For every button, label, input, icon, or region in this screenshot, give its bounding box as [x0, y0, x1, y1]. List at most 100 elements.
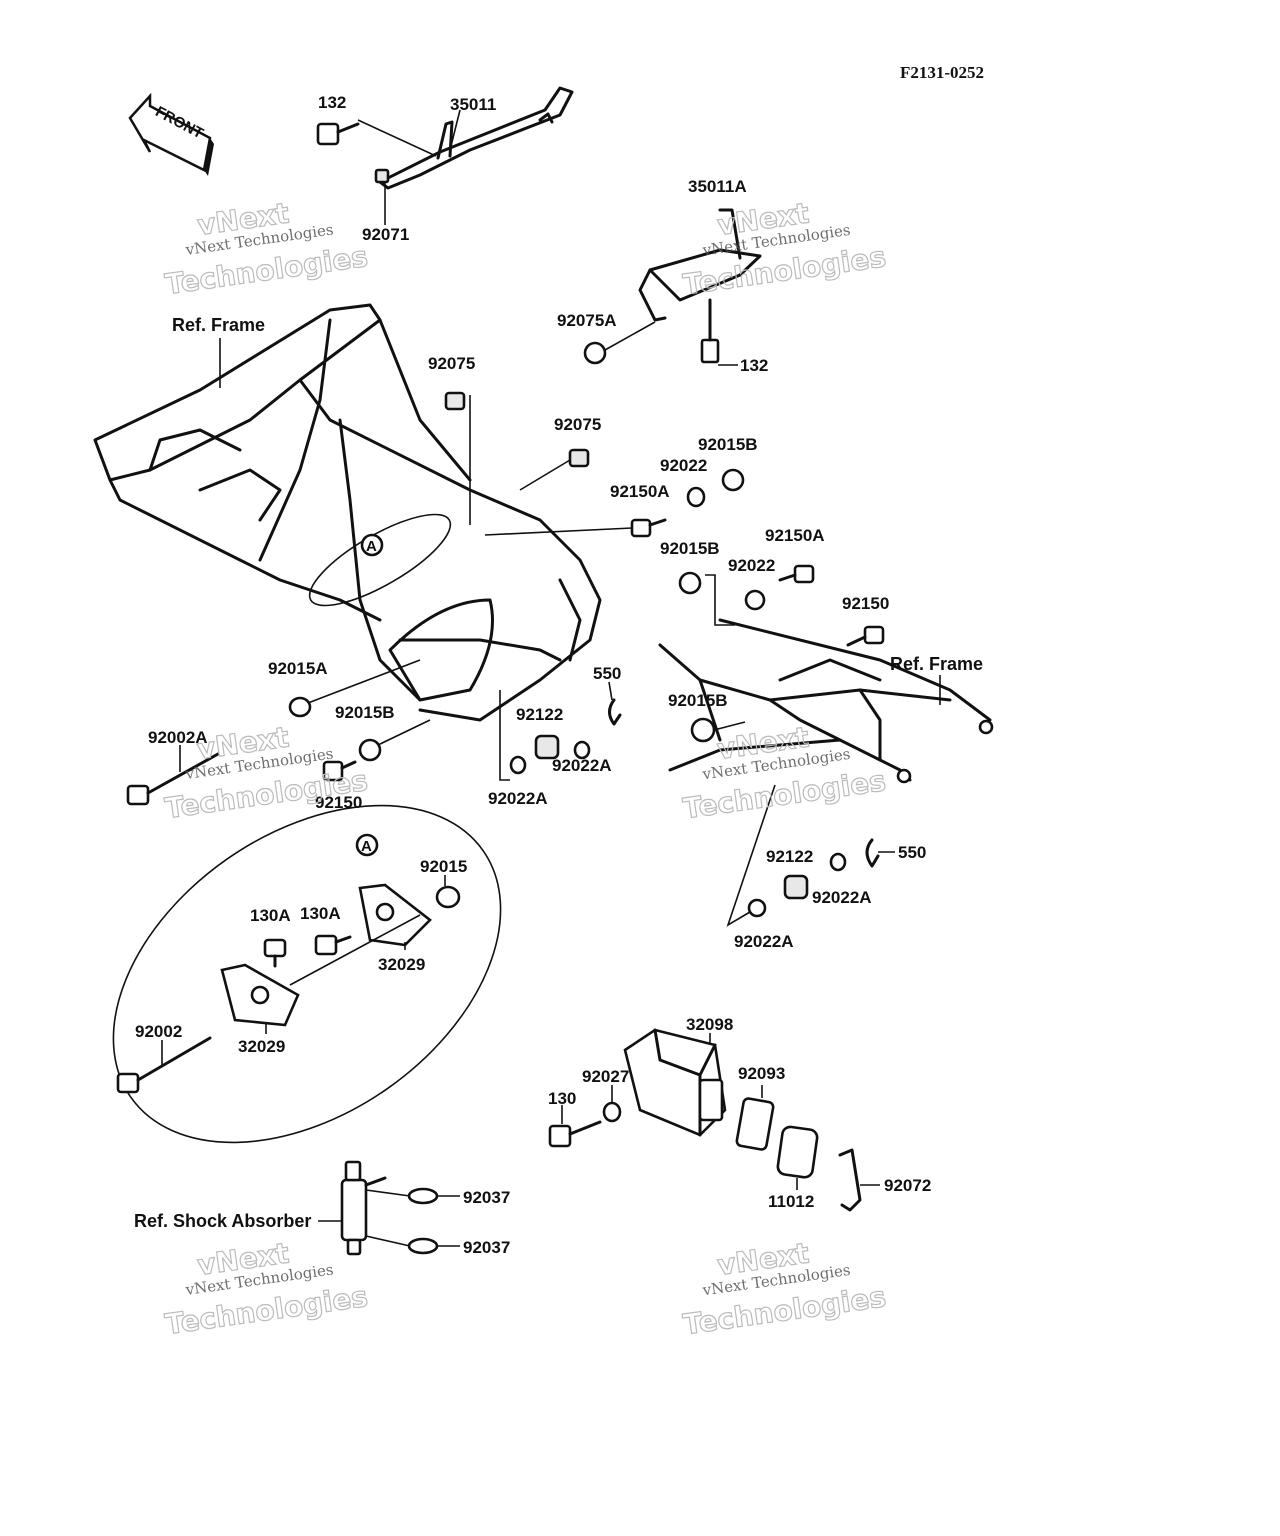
label-92072: 92072 [884, 1176, 931, 1195]
clamp-92037-2 [407, 1237, 439, 1255]
ref-frame-left: Ref. Frame [172, 315, 265, 335]
bolt-92150A-mid [778, 564, 815, 584]
label-132-right: 132 [740, 356, 768, 375]
washer-92022-top [686, 486, 706, 508]
bolt-92150-left [322, 760, 357, 782]
label-92027: 92027 [582, 1067, 629, 1086]
label-35011: 35011 [450, 95, 496, 114]
leader-92150A-top [484, 527, 633, 536]
label-92015B-right: 92015B [668, 691, 728, 710]
label-92015B-left: 92015B [335, 703, 395, 722]
front-arrow-icon: FRONT [128, 92, 214, 176]
ref-frame-right: Ref. Frame [890, 654, 983, 674]
leader-shock-clamp-2 [365, 1235, 411, 1247]
nut-92015A [288, 696, 312, 718]
cap-92075A [583, 341, 607, 365]
pin-550-right [865, 838, 880, 868]
label-32098: 32098 [686, 1015, 733, 1034]
label-92002A: 92002A [148, 728, 208, 747]
label-130A-2: 130A [300, 904, 341, 923]
washer-92022A-left1 [573, 740, 591, 760]
label-11012: 11012 [768, 1192, 814, 1211]
label-32029-1: 32029 [378, 955, 425, 974]
leader-92022A-right [726, 784, 776, 927]
leader-92015B-right [713, 721, 746, 731]
ref-shock-absorber: Ref. Shock Absorber [134, 1211, 311, 1231]
bolt-130 [548, 1120, 602, 1148]
label-92022A-right2: 92022A [734, 932, 794, 951]
label-92075-a: 92075 [428, 354, 475, 373]
label-92015B-mid: 92015B [660, 539, 720, 558]
label-130A-1: 130A [250, 906, 291, 925]
label-132-top: 132 [318, 93, 346, 112]
nut-92015B-left [358, 738, 382, 762]
leader-detail-link [289, 914, 421, 986]
label-92037-2: 92037 [463, 1238, 510, 1257]
nut-92015-detail [435, 885, 461, 909]
collar-92075-a [444, 391, 466, 411]
bolt-92150A-top [630, 518, 667, 538]
label-92071: 92071 [362, 225, 409, 244]
leader-92015A [307, 659, 421, 704]
leader-132-top [357, 119, 437, 157]
figure-code: F2131-0252 [900, 63, 984, 82]
bolt-132-right [700, 298, 720, 364]
washer-92022A-right1 [829, 852, 847, 872]
pin-550-left [608, 698, 622, 726]
bolt-92002 [116, 1036, 212, 1094]
plate-32029-2 [220, 963, 300, 1027]
label-92150A-mid: 92150A [765, 526, 825, 545]
callout-A-circle [360, 533, 384, 557]
watermark-5: vNext vNext Technologies Technologies [163, 1236, 371, 1342]
leader-92015B-mid [705, 574, 735, 626]
watermark-1: vNext vNext Technologies Technologies [163, 196, 371, 302]
cover-11012 [776, 1125, 819, 1179]
box-32098 [623, 1028, 727, 1137]
leader-92075-b [519, 459, 571, 491]
leader-92022A-left [499, 690, 510, 781]
label-92122-right: 92122 [766, 847, 813, 866]
label-92122-left: 92122 [516, 705, 563, 724]
shock-absorber [340, 1160, 387, 1256]
bolt-92150-right [846, 625, 885, 647]
label-130: 130 [548, 1089, 576, 1108]
plate-32029-1 [358, 883, 432, 947]
leader-shock-clamp-1 [365, 1189, 411, 1197]
bolt-132-top [316, 122, 360, 146]
clamp-92072 [838, 1148, 862, 1212]
bolt-130A-1 [263, 938, 287, 968]
watermark-6: vNext vNext Technologies Technologies [681, 1236, 889, 1342]
label-92015B-top: 92015B [698, 435, 758, 454]
bracket-35011A [638, 208, 762, 322]
detail-A-circle [355, 833, 379, 857]
bolt-130A-2 [314, 934, 352, 956]
callout-A: A [366, 538, 377, 555]
washer-92022A-left2 [509, 755, 527, 775]
label-92002: 92002 [135, 1022, 182, 1041]
detail-A: A [361, 838, 372, 855]
collar-92075-b [568, 448, 590, 468]
label-92022A-left1: 92022A [552, 756, 612, 775]
label-92022-top: 92022 [660, 456, 707, 475]
label-92037-1: 92037 [463, 1188, 510, 1207]
main-frame [93, 303, 602, 722]
sub-frame [658, 618, 994, 784]
leader-35011 [449, 109, 461, 151]
label-92015A: 92015A [268, 659, 328, 678]
bracket-35011 [378, 86, 574, 190]
label-92075-b: 92075 [554, 415, 601, 434]
washer-92022-mid [744, 589, 766, 611]
leader-550-left [608, 681, 613, 701]
label-92150-right: 92150 [842, 594, 889, 613]
bushing-92122-right [783, 874, 809, 900]
washer-92022A-right2 [747, 898, 767, 918]
label-92093: 92093 [738, 1064, 785, 1083]
leader-92075A [604, 321, 656, 351]
washer-92027 [602, 1101, 622, 1123]
label-35011A: 35011A [688, 177, 747, 196]
leader-92015B-left [377, 719, 431, 746]
nut-92015B-mid [678, 571, 702, 595]
gasket-92093 [735, 1097, 775, 1151]
label-550-right: 550 [898, 843, 926, 862]
